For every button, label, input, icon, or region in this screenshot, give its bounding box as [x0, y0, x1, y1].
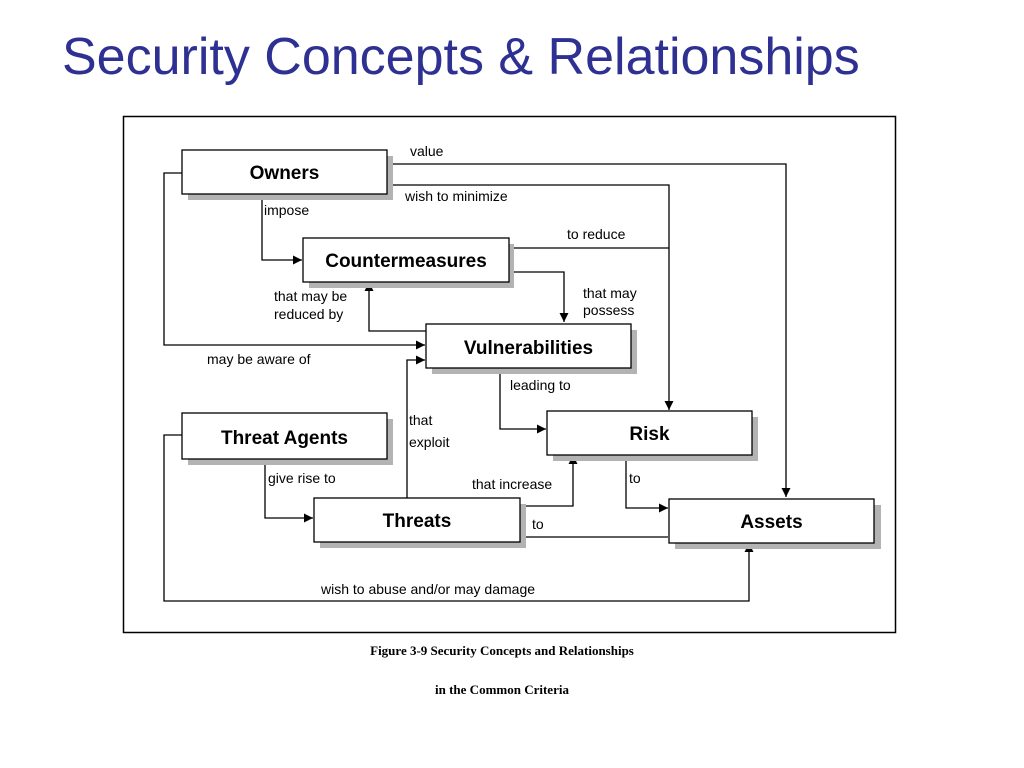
edge-vulnerabilities-reducedby-countermeasures	[364, 282, 426, 332]
node-risk-label: Risk	[629, 424, 670, 445]
label-give-rise-to: give rise to	[268, 470, 336, 486]
edge-owners-value-assets	[387, 163, 791, 497]
edge-threats-exploit-vulnerabilities	[406, 355, 425, 498]
label-to-threats-assets: to	[532, 516, 544, 532]
edge-risk-to-assets	[625, 455, 668, 513]
label-may-be-aware-of: may be aware of	[207, 351, 311, 367]
label-to-reduce: to reduce	[567, 226, 626, 242]
node-vulnerabilities: Vulnerabilities	[425, 323, 637, 374]
edge-countermeasures-possess-vulnerabilities	[509, 271, 569, 322]
label-wish-to-minimize: wish to minimize	[404, 188, 508, 204]
node-assets: Assets	[668, 498, 881, 549]
edge-threats-increase-risk	[520, 455, 578, 507]
label-that-may-be: that may be	[274, 288, 347, 304]
node-assets-label: Assets	[740, 512, 802, 533]
figure-caption-line-1: Figure 3-9 Security Concepts and Relatio…	[370, 643, 634, 658]
edge-owners-minimize-risk	[387, 184, 674, 410]
edge-agents-giverise-threats	[264, 459, 313, 523]
node-countermeasures: Countermeasures	[302, 237, 514, 288]
node-threat-agents: Threat Agents	[181, 412, 393, 465]
label-that-increase: that increase	[472, 476, 552, 492]
figure-caption-line-2: in the Common Criteria	[435, 682, 569, 697]
node-threat-agents-label: Threat Agents	[221, 428, 348, 449]
node-owners-label: Owners	[250, 163, 320, 184]
edge-agents-abuse-assets	[163, 434, 754, 602]
node-countermeasures-label: Countermeasures	[325, 251, 487, 272]
label-possess: possess	[583, 302, 634, 318]
node-risk: Risk	[546, 410, 758, 461]
edge-vulnerabilities-leading-risk	[499, 368, 546, 434]
node-threats-label: Threats	[383, 511, 452, 532]
slide-title: Security Concepts & Relationships	[62, 28, 860, 86]
edge-owners-impose-countermeasures	[261, 194, 302, 265]
diagram-frame	[122, 115, 897, 634]
label-wish-to-abuse: wish to abuse and/or may damage	[320, 581, 535, 597]
label-that: that	[409, 412, 432, 428]
node-owners: Owners	[181, 149, 393, 200]
label-to-risk-assets: to	[629, 470, 641, 486]
label-reduced-by: reduced by	[274, 306, 343, 322]
label-leading-to: leading to	[510, 377, 571, 393]
label-exploit: exploit	[409, 434, 450, 450]
label-value: value	[410, 143, 444, 159]
edge-owners-aware-vulnerabilities	[163, 172, 425, 350]
label-impose: impose	[264, 202, 309, 218]
node-vulnerabilities-label: Vulnerabilities	[464, 338, 593, 359]
label-that-may: that may	[583, 285, 637, 301]
node-threats: Threats	[313, 497, 526, 548]
